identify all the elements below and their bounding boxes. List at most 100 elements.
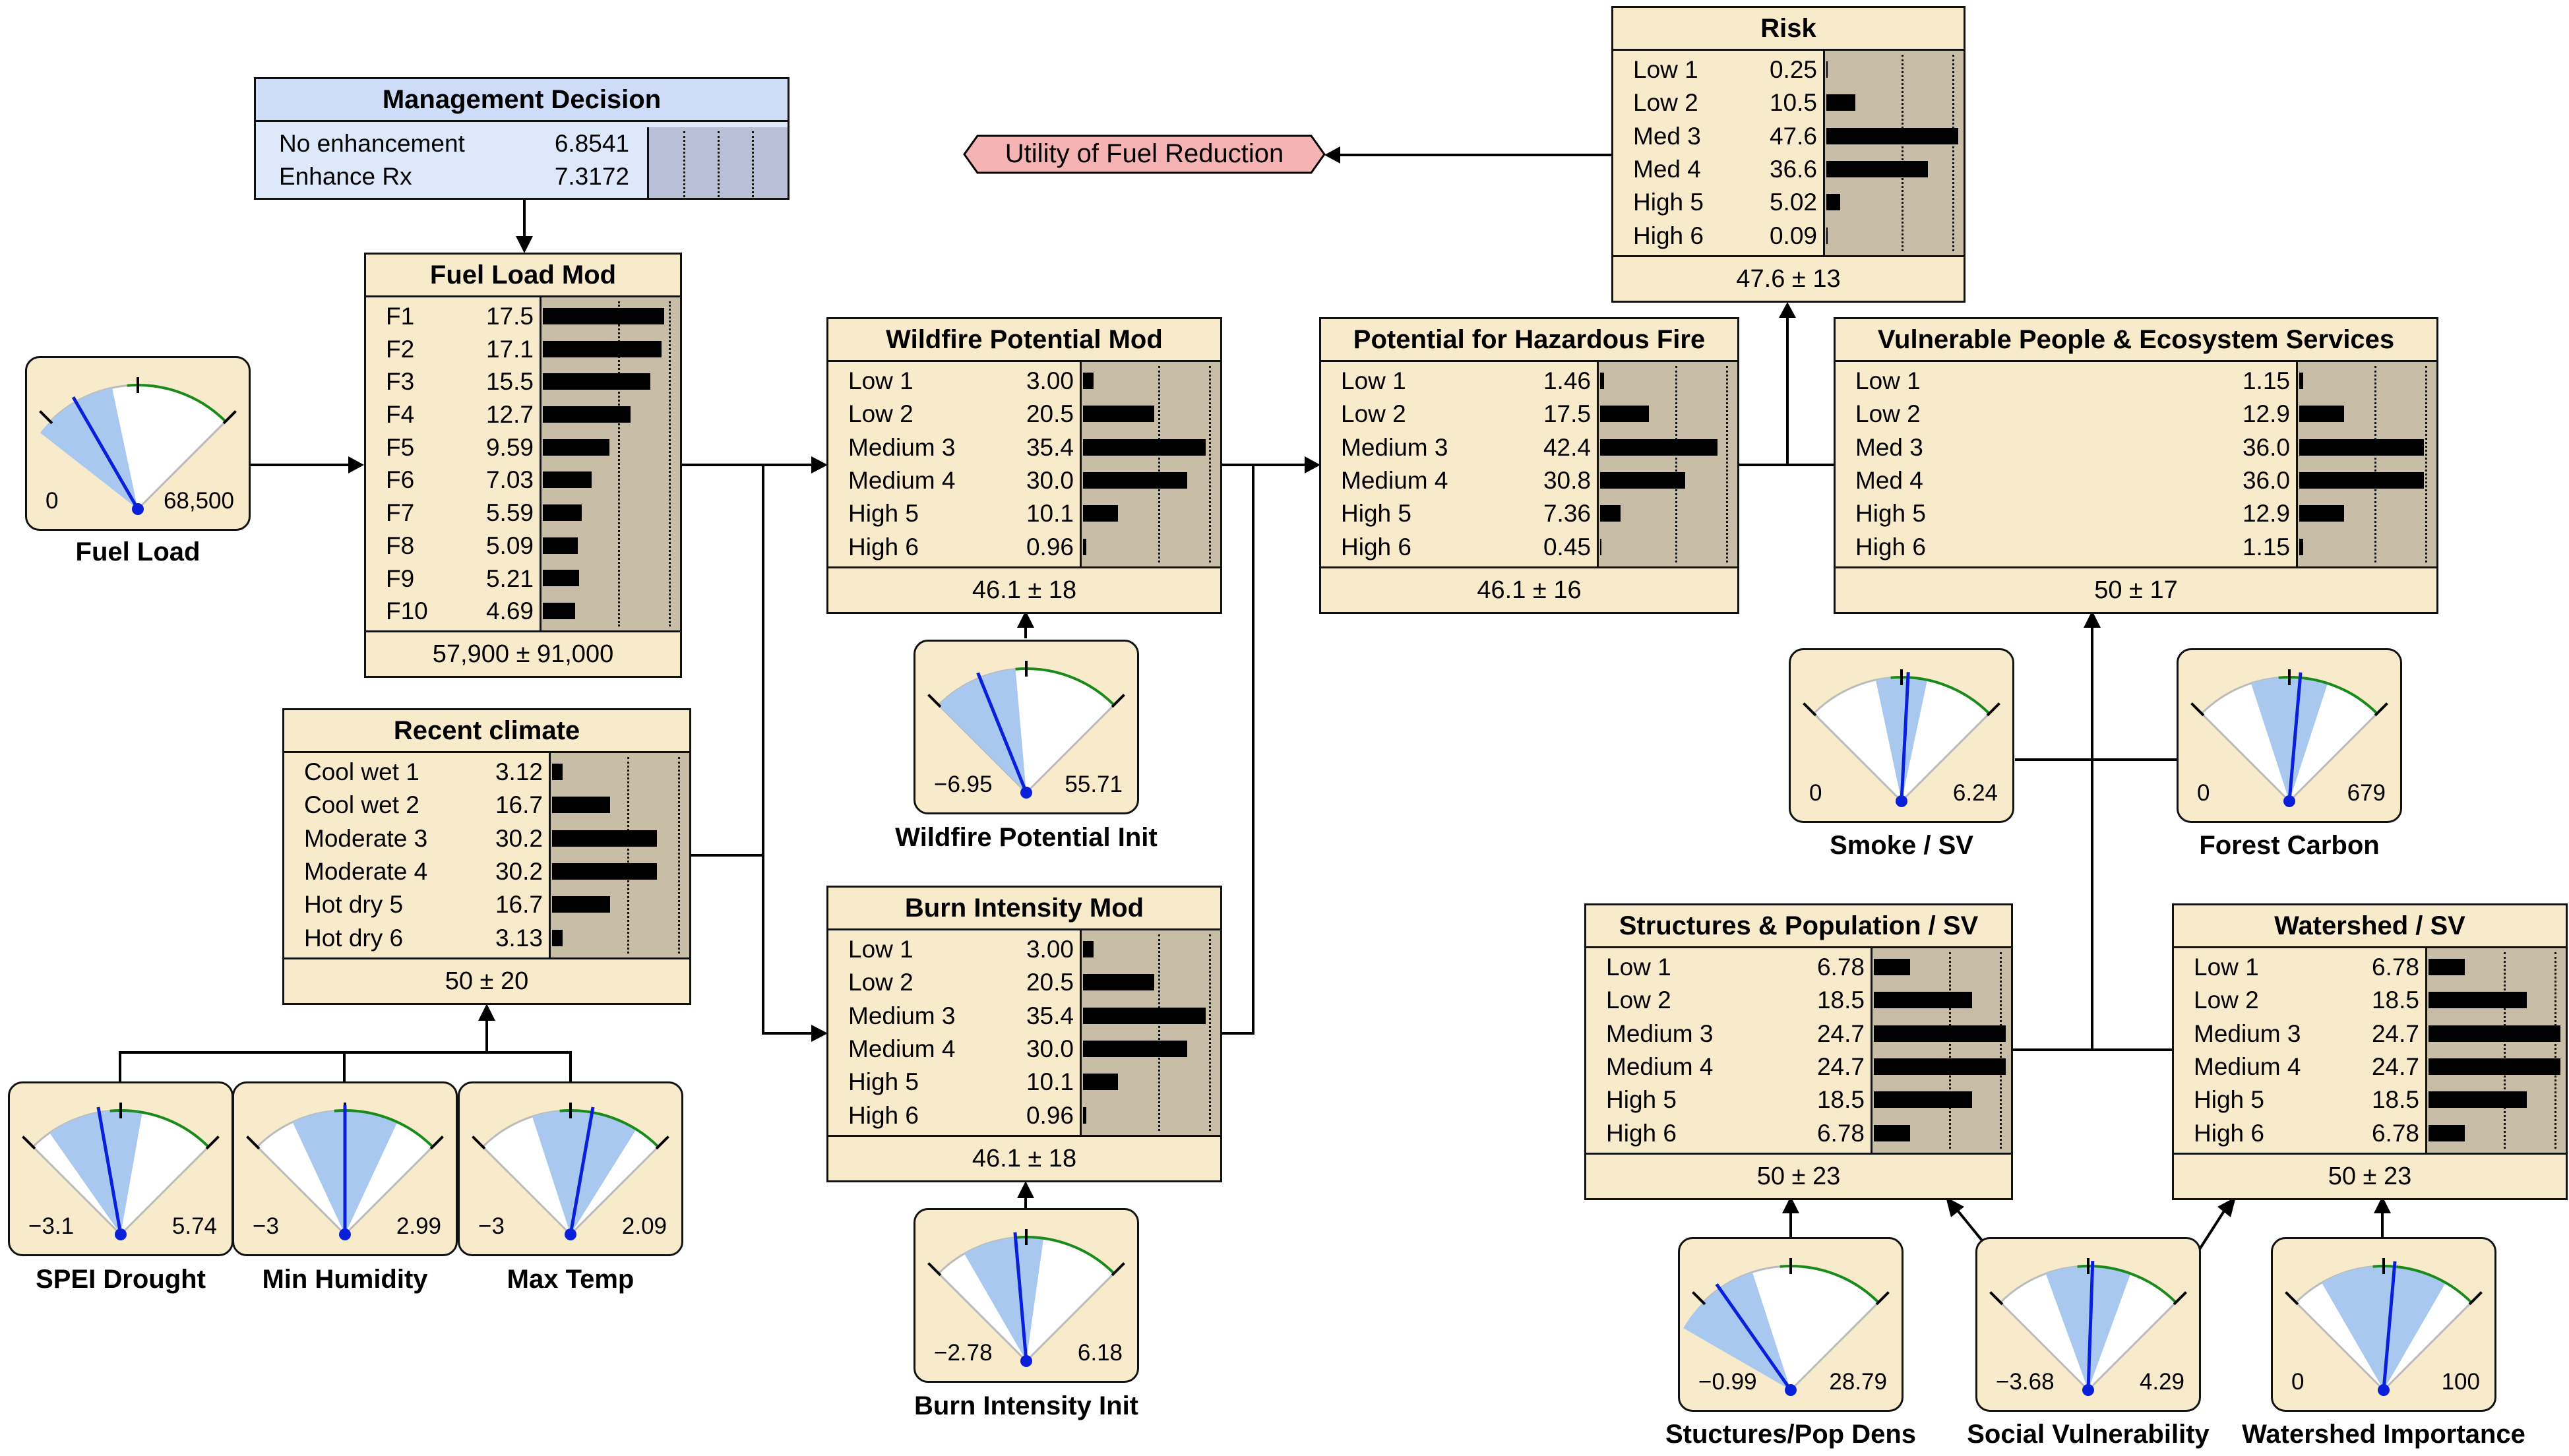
state-probability: 5.02: [1769, 189, 1817, 216]
gauge-dial: [1803, 669, 2000, 807]
gauge-arc: [2278, 676, 2378, 715]
gauge-needle: [1715, 1283, 1793, 1391]
probability-bar: [552, 797, 610, 814]
gauge-pivot: [565, 1228, 576, 1240]
state-label: Medium 3: [848, 1002, 956, 1029]
node-expected-value: 47.6 ± 13: [1613, 255, 1964, 301]
state-row[interactable]: Medium 4 24.7: [1586, 1050, 2011, 1083]
link-burn-hazard: [1220, 465, 1254, 1035]
utility-node[interactable]: Utility of Fuel Reduction: [963, 134, 1326, 175]
decision-row[interactable]: No enhancement 6.8541: [256, 127, 788, 160]
state-label: Medium 4: [848, 466, 956, 494]
gauge-pivot: [115, 1228, 127, 1240]
probability-bar: [2299, 538, 2304, 555]
probability-bar: [1874, 959, 1910, 976]
state-probability: 24.7: [1816, 1052, 1865, 1080]
bar-area: [1080, 362, 1220, 566]
decision-row[interactable]: Enhance Rx 7.3172: [256, 160, 788, 193]
management-decision-node[interactable]: Management Decision No enhancement 6.854…: [254, 77, 789, 200]
state-label: Medium 4: [1606, 1052, 1714, 1080]
scale-gridline: [1158, 934, 1160, 1131]
state-label: Low 1: [1341, 367, 1406, 394]
